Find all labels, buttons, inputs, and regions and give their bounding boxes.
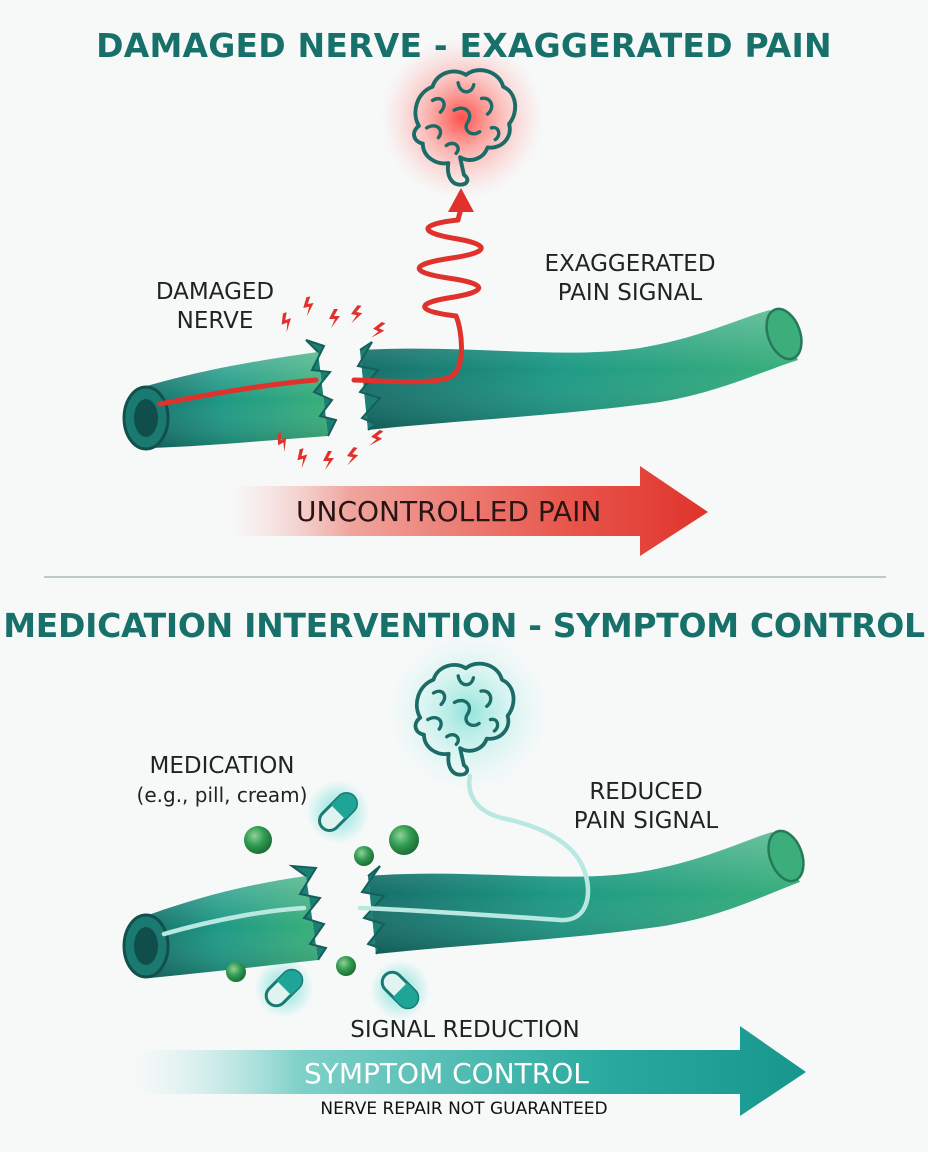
medication-examples: (e.g., pill, cream) [136, 783, 308, 807]
top-panel-graphics [122, 36, 803, 556]
exaggerated-signal-label-line2: PAIN SIGNAL [557, 280, 703, 306]
medication-label: MEDICATION (e.g., pill, cream) [114, 752, 330, 810]
panel-divider [44, 576, 886, 578]
medication-label-title: MEDICATION [149, 753, 295, 779]
signal-reduction-label: SIGNAL REDUCTION [350, 1017, 580, 1043]
exaggerated-pain-signal-label: EXAGGERATED PAIN SIGNAL [520, 250, 740, 308]
damaged-nerve-label: DAMAGED NERVE [138, 278, 292, 336]
treated-nerve [122, 829, 805, 979]
exaggerated-pain-signal [157, 188, 484, 407]
reduced-pain-signal-label: REDUCED PAIN SIGNAL [556, 778, 736, 836]
bottom-panel-graphics [122, 628, 806, 1116]
damaged-nerve-label-line2: NERVE [176, 308, 254, 334]
signal-arrowhead [448, 188, 474, 212]
symptom-control-label: SYMPTOM CONTROL [304, 1057, 589, 1090]
top-panel-title: DAMAGED NERVE - EXAGGERATED PAIN [96, 26, 832, 65]
arrow-right-icon [230, 466, 708, 556]
reduced-signal-label-line1: REDUCED [589, 779, 703, 805]
arrow-right-icon [130, 1026, 806, 1116]
uncontrolled-pain-label: UNCONTROLLED PAIN [296, 495, 602, 528]
pill-capsule-icon [254, 780, 430, 1020]
damaged-nerve [122, 307, 803, 451]
bottom-panel-title: MEDICATION INTERVENTION - SYMPTOM CONTRO… [3, 606, 925, 645]
damaged-nerve-label-line1: DAMAGED [155, 279, 275, 305]
nerve-repair-disclaimer: NERVE REPAIR NOT GUARANTEED [320, 1099, 608, 1119]
brain-glow-red [380, 36, 544, 200]
reduced-pain-signal [161, 773, 591, 937]
exaggerated-signal-label-line1: EXAGGERATED [544, 251, 716, 277]
medication-sphere-icon [226, 825, 419, 982]
reduced-signal-label-line2: PAIN SIGNAL [573, 808, 719, 834]
